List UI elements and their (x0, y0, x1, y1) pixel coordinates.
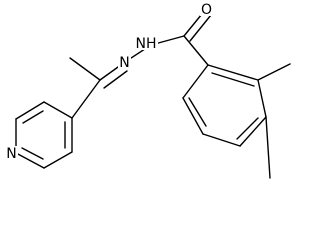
bond (189, 14, 212, 42)
bond (103, 70, 128, 89)
chemical-structure: O NH N N (5, 2, 291, 179)
hydrazone-nitrogen-atom-label: N (119, 55, 129, 71)
bond (211, 72, 255, 87)
oxygen-atom-label: O (201, 2, 212, 18)
bond (69, 57, 101, 81)
bond (207, 64, 259, 81)
bond (183, 35, 209, 66)
amide-nh-atom-label: NH (136, 36, 157, 52)
bond (43, 151, 73, 169)
atom-label-layer: O NH N N (5, 2, 213, 162)
bond (15, 152, 45, 169)
bond (202, 133, 241, 147)
bond (43, 101, 73, 119)
bond (21, 147, 44, 160)
bond (257, 63, 291, 81)
bond (71, 79, 101, 119)
bond (182, 97, 204, 135)
bond (188, 97, 207, 127)
bond (15, 101, 45, 120)
bond (236, 117, 259, 140)
bond (265, 116, 271, 179)
bond-layer (15, 8, 291, 179)
bond (239, 116, 267, 147)
bond (182, 64, 209, 99)
bond (22, 110, 44, 124)
pyridine-nitrogen-atom-label: N (6, 146, 16, 162)
bond (257, 79, 267, 118)
